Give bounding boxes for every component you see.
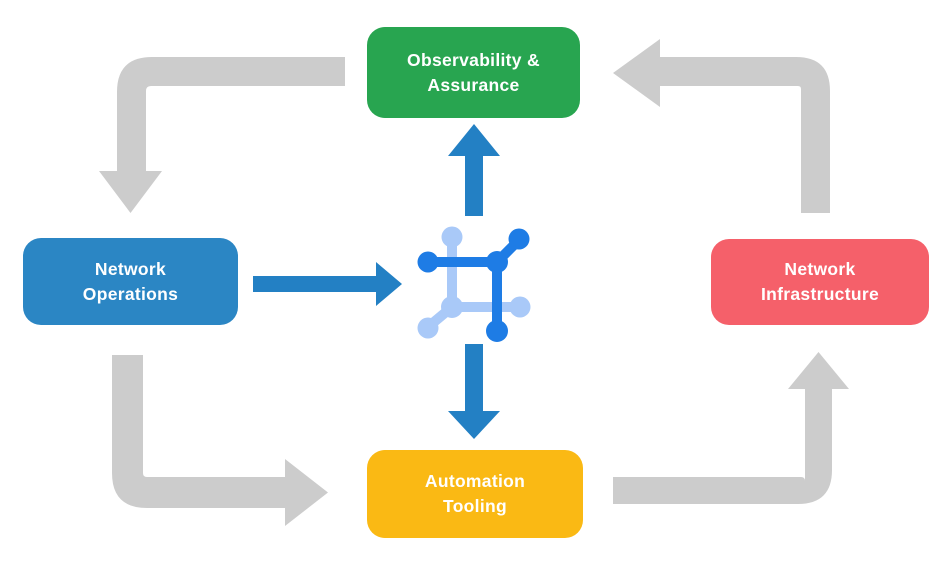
node-observability-assurance: Observability & Assurance <box>367 27 580 118</box>
node-label-line: Operations <box>82 283 179 304</box>
node-label-line: Automation <box>424 471 526 492</box>
arrow-automation-to-infrastructure <box>613 352 849 504</box>
node-automation-tooling: Automation Tooling <box>367 450 583 538</box>
arrow-observability-to-operations <box>99 57 345 213</box>
network-automation-mesh-icon <box>417 226 531 342</box>
node-label-line: Tooling <box>443 496 507 516</box>
arrow-infrastructure-to-observability <box>613 39 830 213</box>
arrow-center-to-observability <box>448 124 500 216</box>
mesh-dark-nodes <box>417 228 530 342</box>
node-label-line: Infrastructure <box>761 284 879 304</box>
node-label-line: Network <box>94 258 167 279</box>
node-network-operations: Network Operations <box>23 238 238 325</box>
node-label-line: Network <box>784 259 856 280</box>
mesh-light-nodes <box>417 226 531 339</box>
arrow-operations-to-automation <box>112 355 328 526</box>
node-label-line: Assurance <box>427 74 520 95</box>
arrow-operations-to-center <box>253 262 402 306</box>
arrow-center-to-automation <box>448 344 500 439</box>
node-label-line: Observability & <box>407 49 540 70</box>
node-network-infrastructure: Network Infrastructure <box>711 239 929 325</box>
